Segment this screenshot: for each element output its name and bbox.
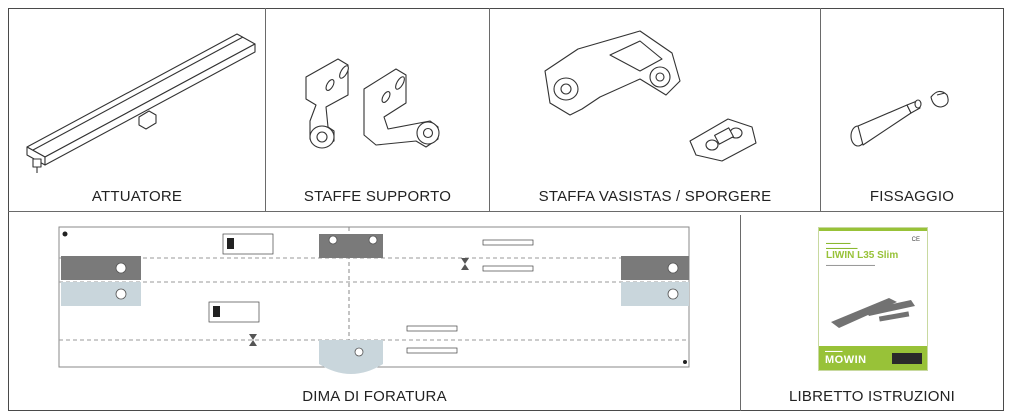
caption-dima-foratura: DIMA DI FORATURA [302,388,447,405]
caption-staffa-vasistas: STAFFA VASISTAS / SPORGERE [538,188,772,205]
support-brackets-illustration [305,58,440,149]
col-divider-1 [265,8,266,211]
col-divider-3 [820,8,821,211]
col-divider-4 [740,215,741,411]
brand-logo: MOWIN [825,354,867,366]
caption-libretto: LIBRETTO ISTRUZIONI [788,388,956,405]
row-divider [8,211,1004,212]
cell-staffa-vasistas: STAFFA VASISTAS / SPORGERE [490,9,820,211]
manual-subtitle-lines: ▬▬▬▬▬▬▬▬▬▬▬▬▬▬ [826,263,875,267]
caption-attuatore: ATTUATORE [91,188,183,205]
manual-footer-lines: ▬▬▬▬▬ [825,349,843,353]
manual-product-title: LIWIN L35 Slim [826,250,899,261]
col-divider-2 [489,8,490,211]
components-sheet [8,8,1004,411]
manual-top-band [819,228,927,231]
manual-pretitle-lines: ▬▬▬▬▬▬▬▬▬▬▬▬▬▬▬▬ [826,241,858,250]
caption-fissaggio: FISSAGGIO [869,188,955,205]
manual-cover: ▬▬▬▬▬▬▬▬▬▬▬▬▬▬▬▬ CE LIWIN L35 Slim ▬▬▬▬▬… [818,227,928,371]
manual-footer-block [892,353,922,364]
vasistas-bracket-illustration [544,30,757,162]
cell-fissaggio: FISSAGGIO [821,9,1003,211]
drilling-template-illustration [58,226,690,374]
ce-mark: CE [911,237,920,243]
caption-staffe-supporto: STAFFE SUPPORTO [303,188,452,205]
actuator-illustration [26,33,256,173]
cell-attuatore: ATTUATORE [9,9,265,211]
manual-footer: ▬▬▬▬▬ MOWIN [819,346,927,370]
fixing-illustration [850,90,949,147]
manual-actuator-photo [831,298,915,328]
cell-libretto: LIBRETTO ISTRUZIONI [741,212,1003,411]
cell-dima-foratura: DIMA DI FORATURA [9,212,740,411]
cell-staffe-supporto: STAFFE SUPPORTO [266,9,489,211]
